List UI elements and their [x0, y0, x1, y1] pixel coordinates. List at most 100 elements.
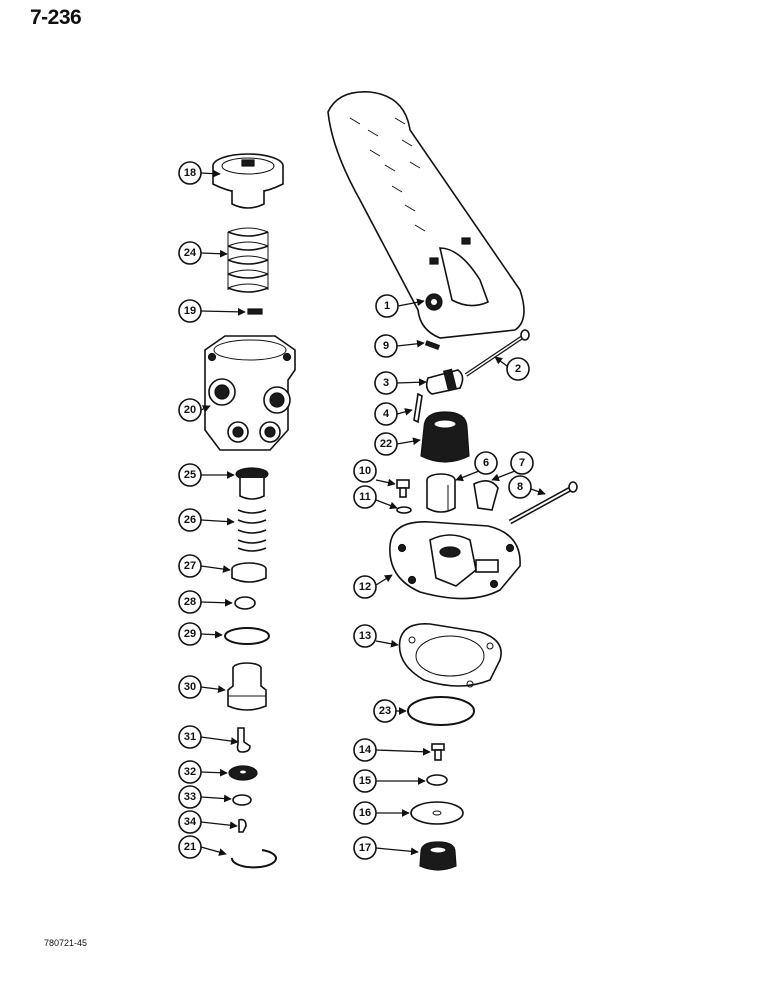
part-washer-33 [232, 794, 252, 806]
figure-code: 780721-45 [44, 938, 88, 948]
callout-28: 28 [178, 590, 202, 614]
part-cotter-pin [413, 392, 423, 424]
callout-27: 27 [178, 554, 202, 578]
callout-label: 24 [184, 247, 197, 259]
callout-label: 32 [184, 766, 196, 778]
callout-label: 2 [515, 363, 521, 375]
part-retainer [231, 562, 267, 583]
part-small-o-ring [234, 596, 256, 610]
callout-label: 27 [184, 560, 196, 572]
callout-label: 1 [384, 300, 390, 312]
callout-7: 7 [510, 451, 534, 475]
part-cam [473, 480, 499, 511]
callout-label: 17 [359, 842, 371, 854]
callout-24: 24 [178, 241, 202, 265]
callout-label: 7 [519, 457, 525, 469]
callout-label: 3 [383, 377, 389, 389]
callout-label: 30 [184, 681, 196, 693]
part-pivot-pin [508, 481, 578, 525]
part-gasket [398, 623, 502, 688]
part-seal-washer [228, 765, 258, 781]
callout-label: 14 [359, 744, 372, 756]
callout-label: 16 [359, 807, 371, 819]
part-pin-9 [424, 340, 441, 351]
callout-26: 26 [178, 508, 202, 532]
callout-label: 19 [184, 305, 196, 317]
callout-11: 11 [353, 485, 377, 509]
callout-29: 29 [178, 622, 202, 646]
callout-18: 18 [178, 161, 202, 185]
callout-label: 8 [517, 481, 523, 493]
callout-label: 21 [184, 841, 196, 853]
callout-1: 1 [375, 294, 399, 318]
callout-16: 16 [353, 801, 377, 825]
callout-30: 30 [178, 675, 202, 699]
part-brake-pedal [327, 91, 525, 339]
part-large-spring [227, 227, 269, 293]
callout-14: 14 [353, 738, 377, 762]
callout-21: 21 [178, 835, 202, 859]
callout-label: 26 [184, 514, 196, 526]
callout-9: 9 [374, 334, 398, 358]
part-valve-body [204, 335, 296, 451]
callout-8: 8 [508, 475, 532, 499]
part-rubber-boot [420, 411, 470, 463]
part-spring-cup [235, 467, 269, 500]
callout-label: 11 [359, 491, 371, 503]
part-plunger [426, 473, 456, 513]
callout-17: 17 [353, 836, 377, 860]
callout-3: 3 [374, 371, 398, 395]
part-o-ring [224, 627, 270, 645]
callout-label: 29 [184, 628, 196, 640]
callout-label: 12 [359, 581, 371, 593]
callout-23: 23 [373, 699, 397, 723]
callout-31: 31 [178, 725, 202, 749]
callout-label: 10 [359, 465, 371, 477]
callout-25: 25 [178, 463, 202, 487]
part-pedal-pin [464, 329, 530, 377]
callout-label: 6 [483, 457, 489, 469]
callout-22: 22 [374, 432, 398, 456]
callout-label: 31 [184, 731, 196, 743]
part-top-cap [212, 153, 284, 209]
part-snap-ring [231, 849, 277, 869]
callout-label: 20 [184, 404, 196, 416]
part-seal-ring [407, 696, 475, 726]
callout-label: 18 [184, 167, 196, 179]
page-number: 7-236 [30, 6, 82, 29]
callout-label: 33 [184, 791, 196, 803]
part-washer-11 [396, 506, 412, 514]
part-bolt-10 [396, 479, 410, 498]
callout-34: 34 [178, 810, 202, 834]
callout-label: 9 [383, 340, 389, 352]
part-clevis [425, 368, 464, 395]
part-piston [227, 662, 267, 711]
callout-label: 22 [380, 438, 392, 450]
callout-label: 23 [379, 705, 391, 717]
callout-20: 20 [178, 398, 202, 422]
part-pin-31 [236, 727, 251, 753]
callout-12: 12 [353, 575, 377, 599]
part-mounting-plate [389, 521, 521, 600]
leader-lines [200, 169, 546, 856]
callout-32: 32 [178, 760, 202, 784]
callout-2: 2 [506, 357, 530, 381]
part-small-pin [247, 308, 263, 315]
callout-label: 15 [359, 775, 371, 787]
part-washer-15 [426, 774, 448, 786]
part-screw-14 [431, 743, 445, 761]
part-seal-17 [419, 841, 457, 871]
callout-15: 15 [353, 769, 377, 793]
callout-label: 4 [383, 408, 390, 420]
callout-label: 34 [184, 816, 197, 828]
callout-6: 6 [474, 451, 498, 475]
part-clip-34 [238, 818, 247, 833]
part-disc [410, 801, 464, 825]
part-small-spring [237, 509, 267, 552]
callout-19: 19 [178, 299, 202, 323]
callout-33: 33 [178, 785, 202, 809]
callout-label: 13 [359, 630, 371, 642]
callout-label: 28 [184, 596, 196, 608]
callout-4: 4 [374, 402, 398, 426]
